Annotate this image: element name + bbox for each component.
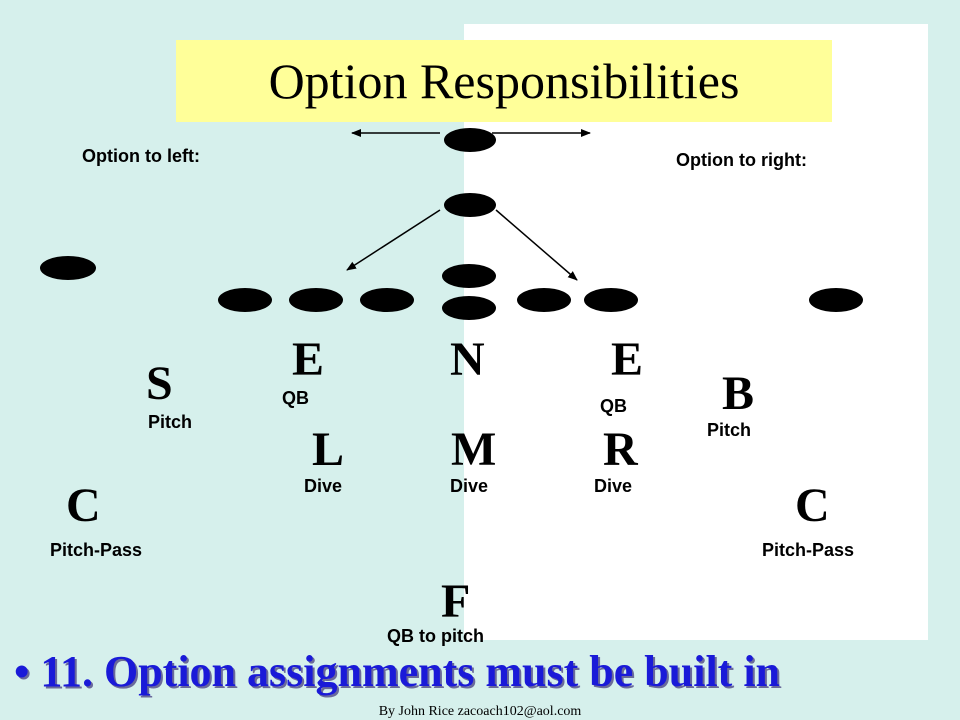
option-right-label: Option to right: [676,150,807,170]
assignment-b: Pitch [707,420,752,440]
defender-m: M [451,423,497,476]
option-left-label: Option to left: [82,146,200,166]
defender-c-right: C [795,479,830,532]
defender-l: L [312,423,345,476]
assignment-e-right: QB [600,396,627,416]
assignment-c-left: Pitch-Pass [50,540,143,560]
title-box: Option Responsibilities [176,40,832,122]
player-left-guard [360,288,414,312]
bullet-text: 11. Option assignments must be built in [40,647,781,696]
defender-e-left: E [292,333,325,386]
player-split-end [40,256,96,280]
assignment-c-right: Pitch-Pass [762,540,855,560]
slide-title: Option Responsibilities [268,53,740,109]
assignment-e-left: QB [282,388,309,408]
defender-b: B [722,367,755,420]
defender-e-right: E [611,333,644,386]
player-right-tackle [584,288,638,312]
player-flanker [809,288,863,312]
player-center [442,296,496,320]
player-tailback [444,128,496,152]
defender-r: R [603,423,638,476]
defender-n: N [450,333,485,386]
white-panel [464,24,928,640]
assignment-r: Dive [594,476,633,496]
option-arrow-right [495,209,578,281]
defender-c-left: C [66,479,101,532]
player-left-tackle [218,288,272,312]
assignment-f: QB to pitch [387,626,484,646]
footer-credit: By John Rice zacoach102@aol.com [378,704,582,719]
defender-s: S [146,357,173,410]
player-quarterback [442,264,496,288]
bullet-point: • 11. Option assignments must be built i… [14,647,781,696]
player-fullback [444,193,496,217]
player-right-guard [517,288,571,312]
assignment-m: Dive [450,476,489,496]
assignment-l: Dive [304,476,343,496]
option-arrow-left [346,209,441,271]
assignment-s: Pitch [148,412,193,432]
defender-f: F [441,575,471,628]
player-left-guard-outer [289,288,343,312]
